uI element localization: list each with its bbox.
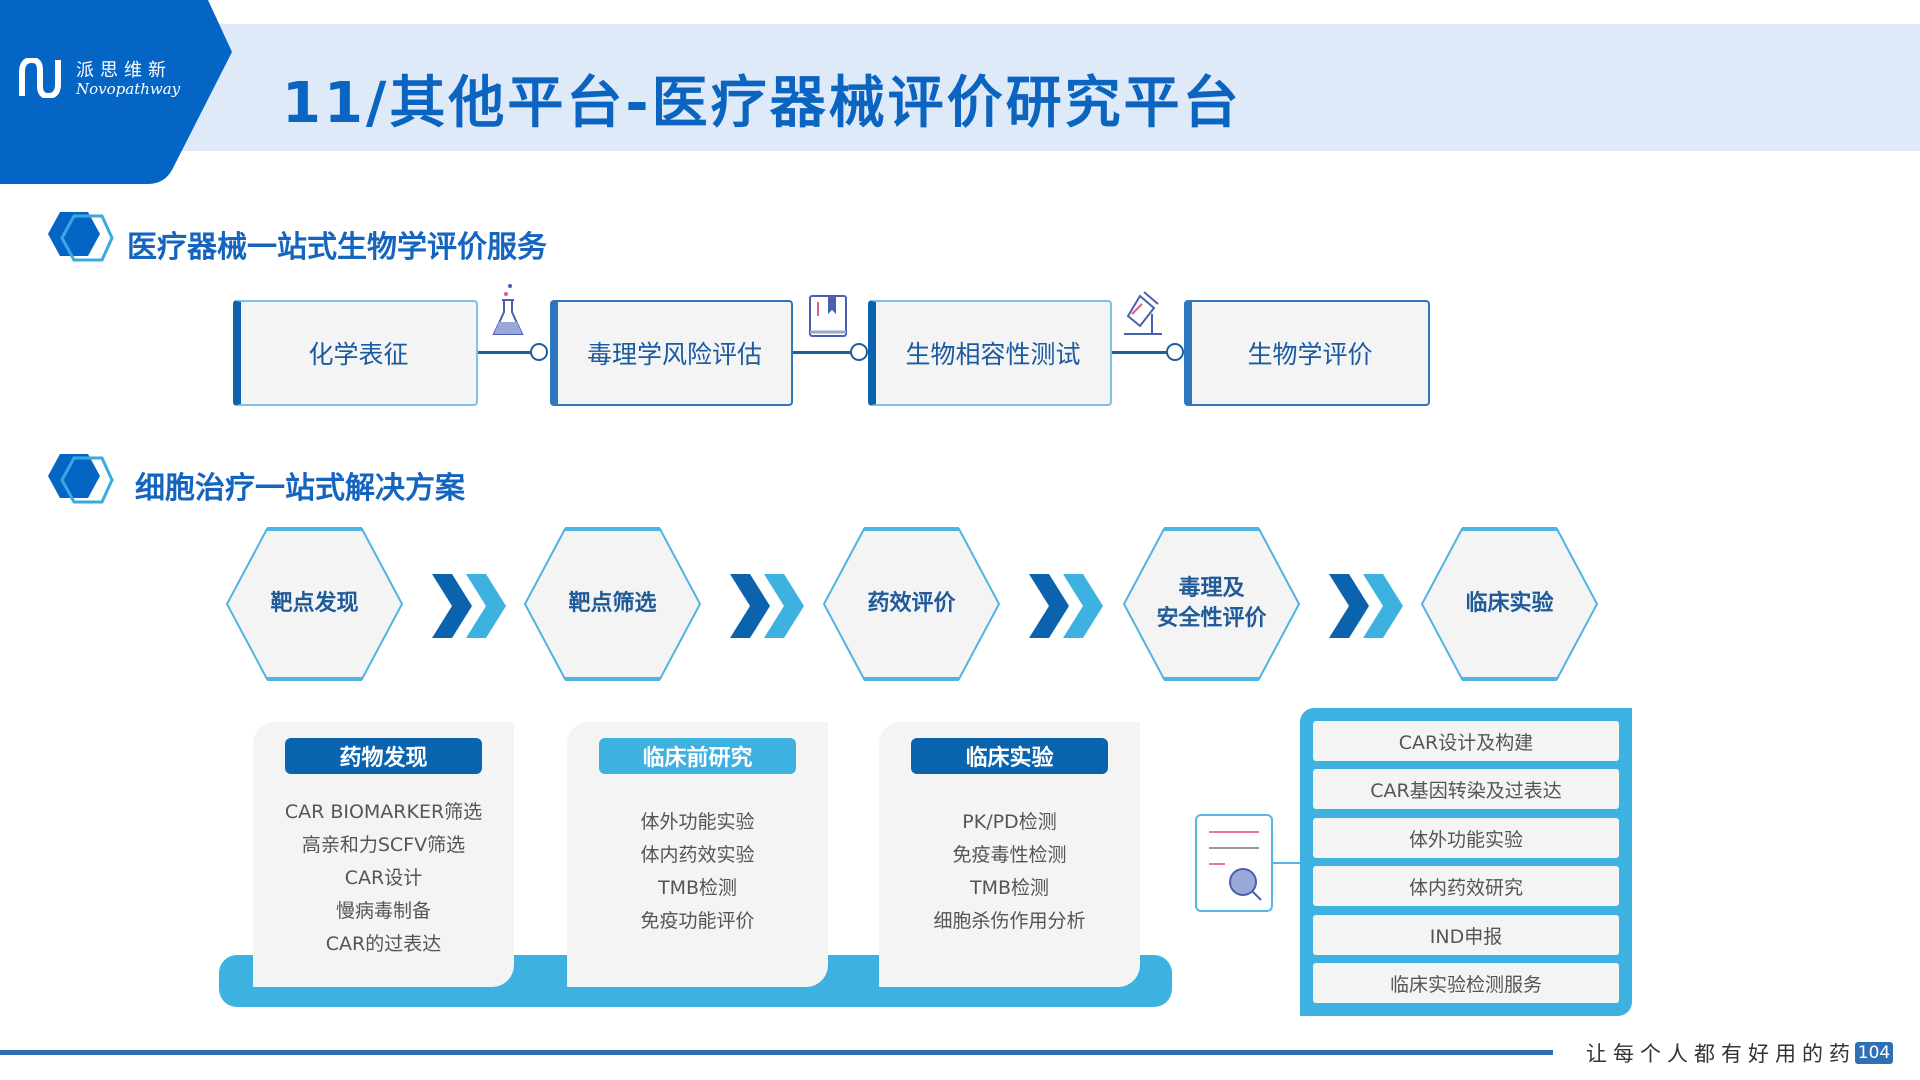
card-item: 慢病毒制备 [335,900,431,922]
service-item: IND申报 [1313,915,1619,955]
service-item: 体外功能实验 [1313,818,1619,858]
card-drug-discovery: 药物发现 CAR BIOMARKER筛选高亲和力SCFV筛选 CAR设计慢病毒制备… [253,722,514,987]
card-item: 免疫功能评价 [640,910,755,932]
double-chevron-icon [432,574,506,638]
card-item: CAR BIOMARKER筛选 [284,801,483,823]
service-item: 临床实验检测服务 [1313,963,1619,1003]
step-toxicology-risk: 毒理学风险评估 [550,300,793,406]
connector [1112,351,1174,354]
double-chevron-icon [1029,574,1103,638]
double-chevron-icon [730,574,804,638]
connector-node [530,343,548,361]
card-preclinical-research: 临床前研究 体外功能实验体内药效实验 TMB检测免疫功能评价 [567,722,828,987]
hexagon-step: 毒理及 安全性评价 [1122,526,1301,682]
hexagon-icon [48,454,114,504]
hexagon-step: 临床实验 [1420,526,1599,682]
card-items: CAR BIOMARKER筛选高亲和力SCFV筛选 CAR设计慢病毒制备 CAR的过… [253,796,514,961]
step-label: 化学表征 [308,340,409,369]
section-title-cell-therapy: 细胞治疗一站式解决方案 [135,471,465,506]
logo-background [0,0,232,184]
title-banner [0,24,1920,151]
card-item: 细胞杀伤作用分析 [933,910,1086,932]
step-label: 生物学评价 [1247,340,1373,369]
hexagon-icon [48,212,114,262]
step-label: 生物相容性测试 [905,340,1081,369]
card-item: 体外功能实验 [640,811,755,833]
footer-line [0,1050,1553,1055]
logo-text-en: Novopathway [76,80,181,98]
hexagon-label: 毒理及 安全性评价 [1156,576,1267,631]
step-label: 毒理学风险评估 [586,340,762,369]
card-header: 临床前研究 [599,738,796,774]
section-title-medical-device: 医疗器械一站式生物学评价服务 [127,230,547,265]
hexagon-step: 药效评价 [822,526,1001,682]
card-header: 药物发现 [285,738,482,774]
connector-node [850,343,868,361]
card-item: TMB检测 [657,877,738,899]
hexagon-label: 临床实验 [1465,591,1554,616]
double-chevron-icon [1329,574,1403,638]
page-title: 11/其他平台-医疗器械评价研究平台 [282,71,1242,136]
hexagon-step: 靶点筛选 [523,526,702,682]
step-biocompatibility-test: 生物相容性测试 [868,300,1112,406]
card-items: PK/PD检测免疫毒性检测 TMB检测细胞杀伤作用分析 [879,806,1140,938]
service-item: CAR基因转染及过表达 [1313,769,1619,809]
card-header: 临床实验 [911,738,1108,774]
connector [793,351,858,354]
flask-icon [492,284,524,335]
book-icon [809,295,847,337]
card-items: 体外功能实验体内药效实验 TMB检测免疫功能评价 [567,806,828,938]
hexagon-label: 靶点发现 [270,591,359,616]
hexagon-step: 靶点发现 [225,526,404,682]
footer-slogan: 让每个人都有好用的药 [1586,1042,1856,1066]
card-item: CAR设计 [344,867,423,889]
connector [478,351,540,354]
service-list-panel: CAR设计及构建 CAR基因转染及过表达 体外功能实验 体内药效研究 IND申报… [1300,708,1632,1016]
step-chemical-characterization: 化学表征 [233,300,478,406]
card-item: 免疫毒性检测 [952,844,1067,866]
card-item: TMB检测 [969,877,1050,899]
test-tube-icon [1124,291,1162,335]
hexagon-label: 药效评价 [867,591,956,616]
card-clinical-trial: 临床实验 PK/PD检测免疫毒性检测 TMB检测细胞杀伤作用分析 [879,722,1140,987]
card-item: CAR的过表达 [325,933,442,955]
service-item: CAR设计及构建 [1313,721,1619,761]
service-item: 体内药效研究 [1313,866,1619,906]
card-item: 高亲和力SCFV筛选 [301,834,466,856]
step-biological-evaluation: 生物学评价 [1184,300,1430,406]
connector [1273,862,1300,864]
connector-node [1166,343,1184,361]
page-number: 104 [1855,1042,1893,1064]
document-search-icon [1195,814,1273,912]
logo-text-cn: 派思维新 [76,60,172,81]
card-item: 体内药效实验 [640,844,755,866]
card-item: PK/PD检测 [962,811,1057,833]
logo-icon [19,58,61,98]
hexagon-label: 靶点筛选 [568,591,657,616]
